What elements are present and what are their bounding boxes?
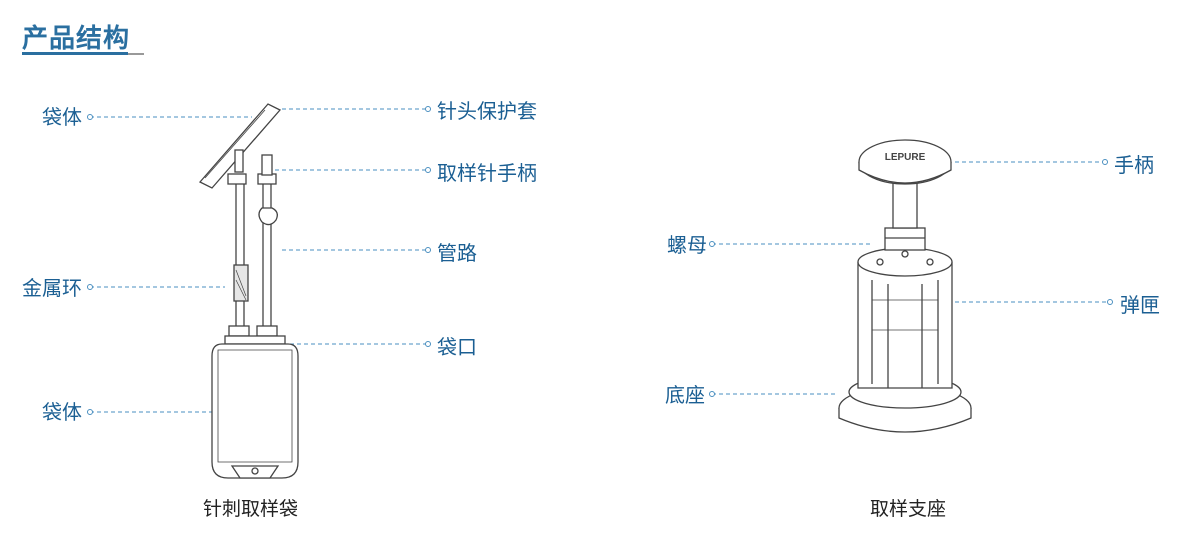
caption-sampling-stand: 取样支座 xyxy=(870,498,947,520)
label-needle-cover: 针头保护套 xyxy=(437,99,537,123)
label-tube: 管路 xyxy=(437,241,477,265)
label-nut: 螺母 xyxy=(667,233,707,257)
label-bag-body-top: 袋体 xyxy=(42,105,82,129)
title-underline xyxy=(22,52,128,55)
sampling-stand-drawing xyxy=(838,139,972,433)
leader-lines xyxy=(90,108,1110,413)
label-metal-ring: 金属环 xyxy=(22,276,82,300)
sampling-bag-drawing xyxy=(198,103,299,479)
label-needle-handle: 取样针手柄 xyxy=(437,161,537,185)
label-bag-port: 袋口 xyxy=(437,335,477,359)
leader-dots xyxy=(87,106,1113,415)
caption-sampling-bag: 针刺取样袋 xyxy=(203,498,299,520)
label-handle: 手柄 xyxy=(1114,153,1154,177)
label-base: 底座 xyxy=(665,383,705,407)
logo-lepure: LEPURE xyxy=(885,152,926,163)
label-spring-box: 弹匣 xyxy=(1120,293,1160,317)
section-title: 产品结构 xyxy=(22,24,131,54)
title-underline-gray xyxy=(128,53,144,55)
label-bag-body-bottom: 袋体 xyxy=(42,400,82,424)
